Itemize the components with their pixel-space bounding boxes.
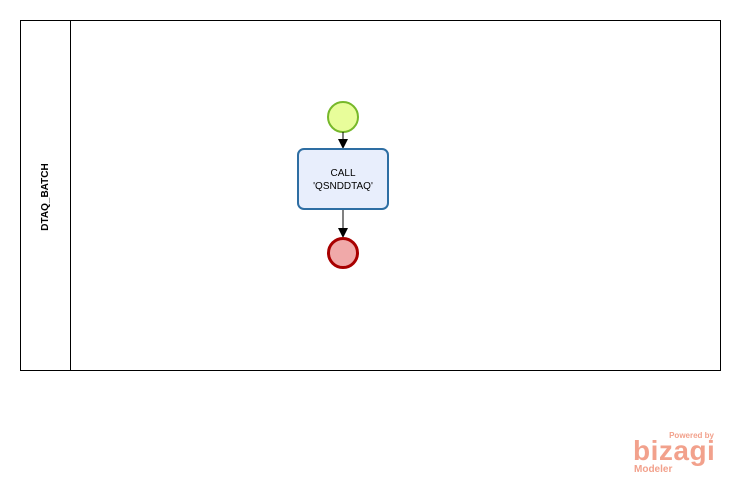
bizagi-watermark: Powered by bizagi Modeler <box>633 431 715 475</box>
bizagi-logo: bizagi <box>633 435 715 466</box>
modeler-text: Modeler <box>634 464 672 475</box>
powered-by-text: Powered by <box>669 431 714 440</box>
task-label-line1: CALL <box>330 168 355 179</box>
task-box <box>297 148 389 210</box>
start-event[interactable] <box>327 101 359 133</box>
pool-label: DTAQ_BATCH <box>40 163 51 230</box>
task-label-line2: 'QSNDDTAQ' <box>313 181 373 192</box>
task-call-qsnddtaq[interactable]: CALL 'QSNDDTAQ' <box>297 148 389 210</box>
end-event[interactable] <box>327 237 359 269</box>
